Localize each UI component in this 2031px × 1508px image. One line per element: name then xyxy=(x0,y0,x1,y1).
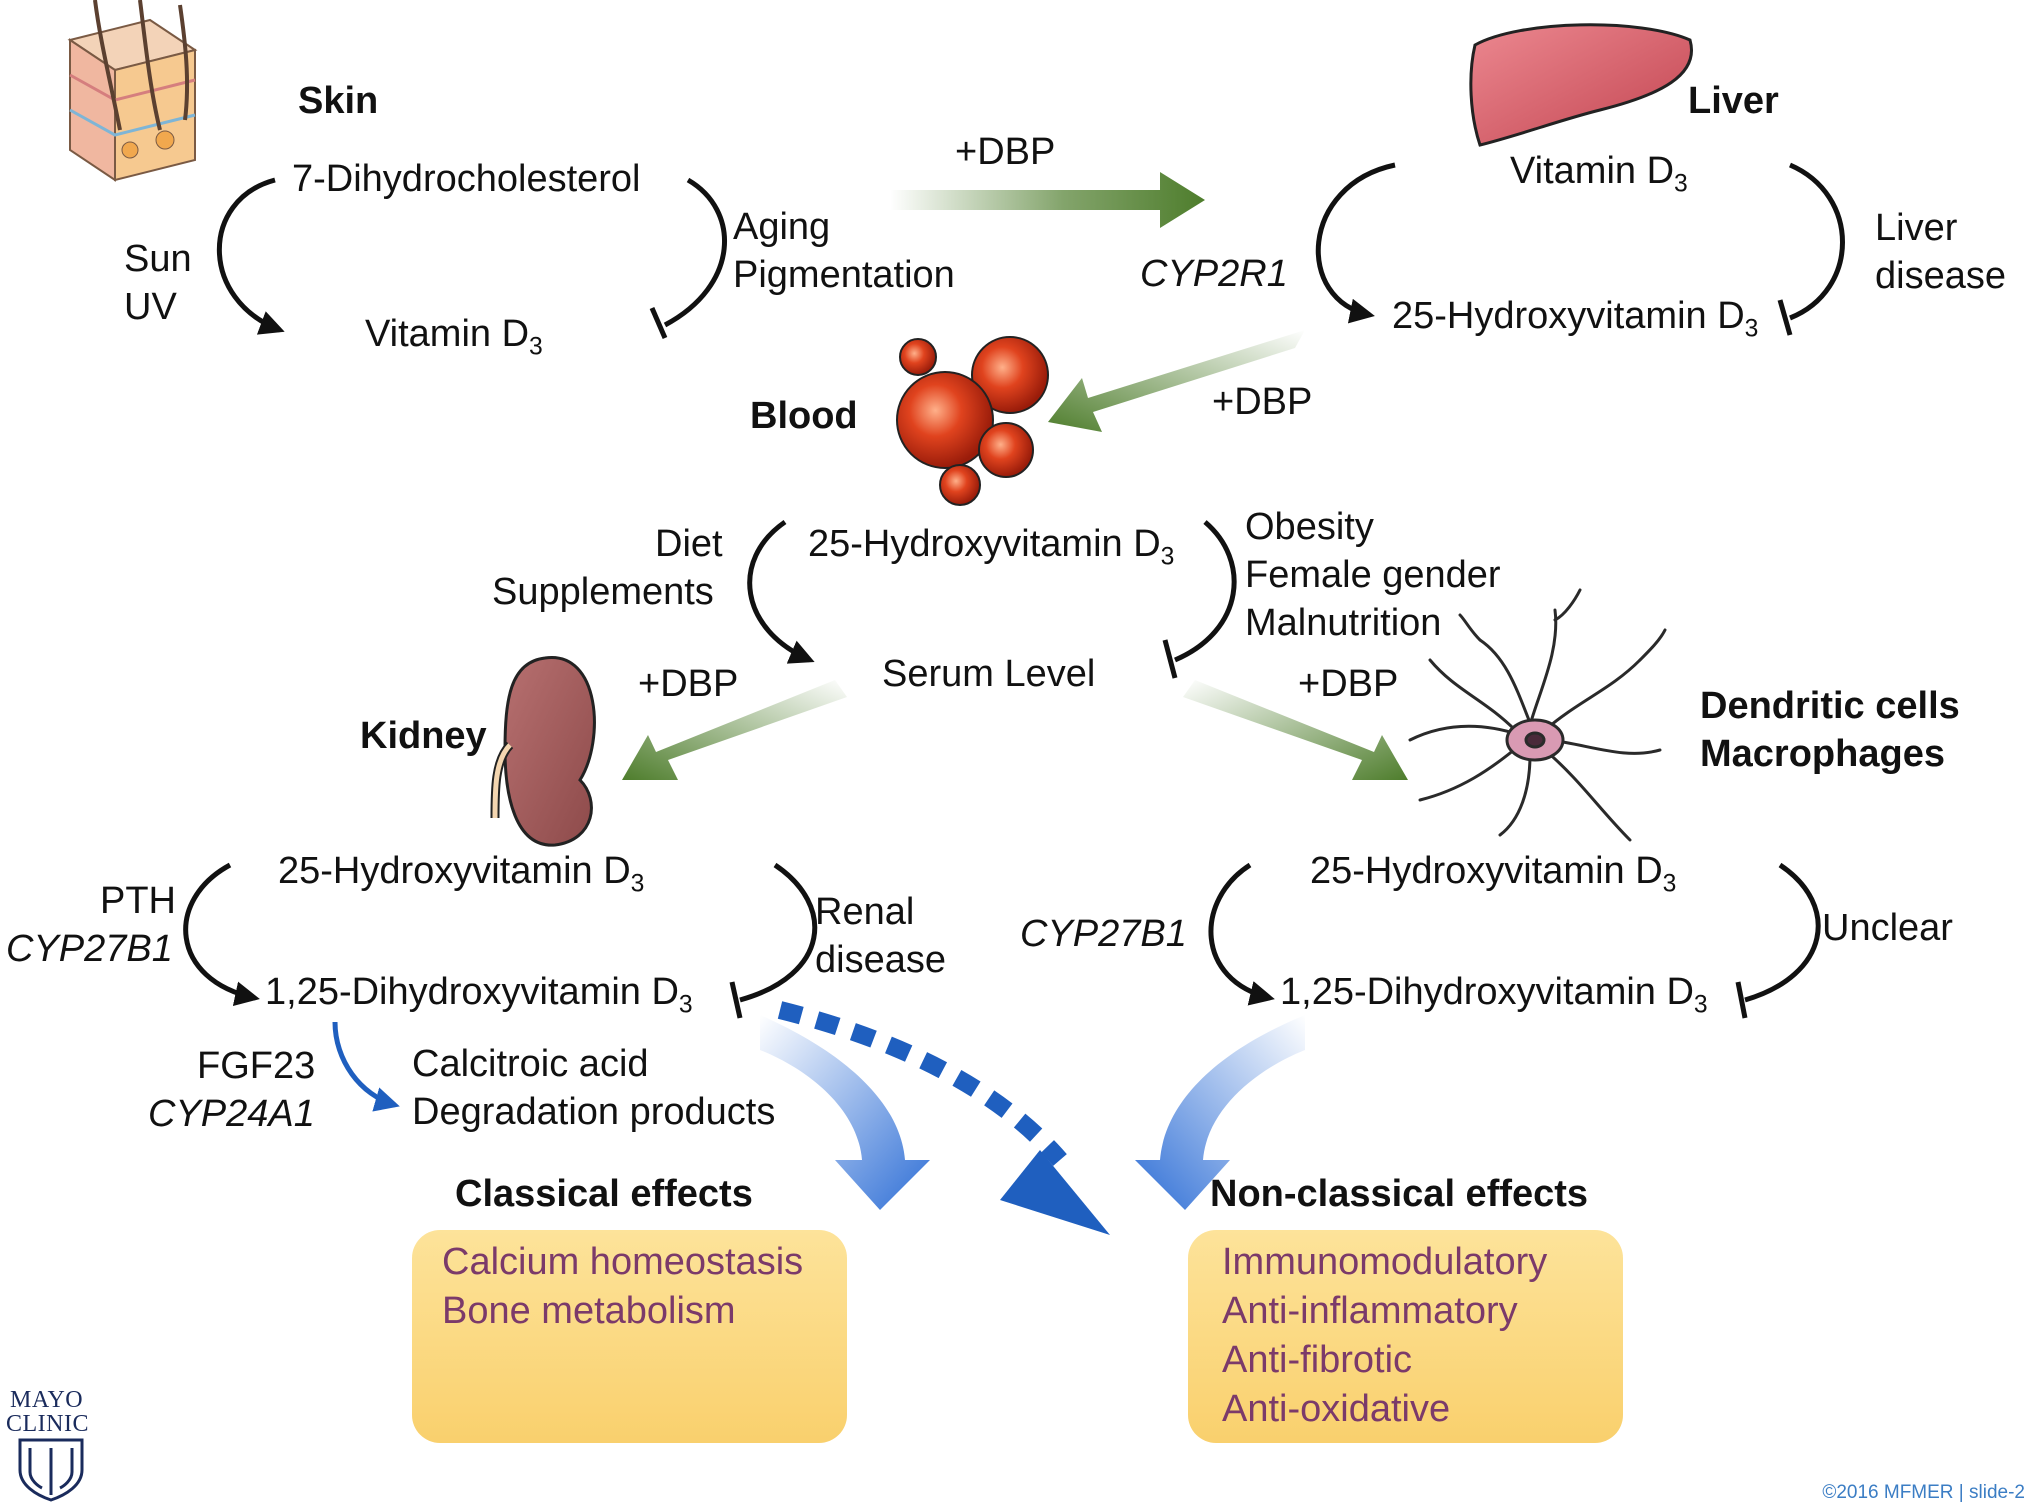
transport-arrow-liver-to-blood xyxy=(1048,330,1305,432)
kidney-degrade-fgf23: FGF23 xyxy=(197,1045,316,1087)
dendritic-inhibition-arc xyxy=(1744,862,1821,1003)
blood-inhibitor-female-gender: Female gender xyxy=(1245,554,1501,596)
mayo-clinic-logo-line1: MAYO xyxy=(10,1387,84,1413)
dendritic-enzyme: CYP27B1 xyxy=(1020,913,1187,955)
kidney-inhibitor-disease: disease xyxy=(815,939,946,981)
nonclassical-effect-item: Immunomodulatory xyxy=(1222,1241,1548,1283)
classical-effect-item: Bone metabolism xyxy=(442,1290,736,1332)
dendritic-precursor: 25-Hydroxyvitamin D3 xyxy=(1310,850,1677,898)
kidney-activator-cyp27b1: CYP27B1 xyxy=(6,928,173,970)
liver-inhibition-bar xyxy=(1777,299,1793,336)
transport-arrow-blood-to-kidney xyxy=(622,680,847,780)
dendritic-inhibition-bar xyxy=(1735,981,1748,1019)
organ-label-dendritic-cells: Dendritic cells xyxy=(1700,685,1960,727)
liver-product: 25-Hydroxyvitamin D3 xyxy=(1392,295,1759,343)
classical-effects-title: Classical effects xyxy=(455,1173,753,1215)
organ-label-macrophages: Macrophages xyxy=(1700,733,1945,775)
transport-label-skin-to-liver: +DBP xyxy=(955,131,1056,173)
classical-effects-box: Calcium homeostasis Bone metabolism xyxy=(412,1230,847,1443)
transport-label-blood-to-kidney: +DBP xyxy=(638,663,739,705)
blood-cells-icon xyxy=(896,336,1049,506)
kidney-to-nonclassical-dashed-arrow xyxy=(777,1001,1110,1235)
nonclassical-effect-item: Anti-oxidative xyxy=(1222,1388,1451,1430)
degradation-arrow xyxy=(332,1021,400,1112)
blood-inhibition-arc xyxy=(1174,520,1237,663)
classical-effect-arrow xyxy=(760,1015,930,1210)
blood-inhibitor-obesity: Obesity xyxy=(1245,506,1374,548)
organ-label-skin: Skin xyxy=(298,80,379,122)
dendritic-product: 1,25-Dihydroxyvitamin D3 xyxy=(1280,971,1708,1019)
organ-label-kidney: Kidney xyxy=(360,715,487,757)
kidney-inhibitor-renal: Renal xyxy=(815,891,915,933)
kidney-icon xyxy=(490,656,596,847)
skin-activator-uv: UV xyxy=(124,286,177,328)
liver-precursor: Vitamin D3 xyxy=(1510,150,1688,198)
liver-enzyme: CYP2R1 xyxy=(1140,253,1288,295)
skin-product: Vitamin D3 xyxy=(365,313,543,361)
kidney-degrade-cyp24a1: CYP24A1 xyxy=(148,1093,315,1135)
mayo-clinic-shield-icon xyxy=(18,1438,84,1502)
skin-inhibitor-aging: Aging xyxy=(733,206,831,248)
skin-inhibition-bar xyxy=(649,307,668,339)
transport-arrow-skin-to-liver xyxy=(890,172,1205,228)
liver-inhibitor-disease: disease xyxy=(1875,255,2006,297)
kidney-inhibition-bar xyxy=(729,981,743,1019)
degradation-products: Degradation products xyxy=(412,1091,776,1133)
transport-label-liver-to-blood: +DBP xyxy=(1212,381,1313,423)
skin-precursor: 7-Dihydrocholesterol xyxy=(292,158,641,200)
blood-activator-supplements: Supplements xyxy=(492,571,714,613)
mayo-clinic-logo-line2: CLINIC xyxy=(6,1411,89,1437)
skin-activator-sun: Sun xyxy=(124,238,192,280)
kidney-precursor: 25-Hydroxyvitamin D3 xyxy=(278,850,645,898)
liver-inhibitor-liver: Liver xyxy=(1875,207,1958,249)
transport-arrow-blood-to-dendritic xyxy=(1183,680,1408,780)
blood-precursor: 25-Hydroxyvitamin D3 xyxy=(808,523,1175,571)
blood-inhibition-bar xyxy=(1162,639,1178,679)
blood-product: Serum Level xyxy=(882,653,1096,695)
organ-label-liver: Liver xyxy=(1688,80,1779,122)
degradation-calcitroic-acid: Calcitroic acid xyxy=(412,1043,649,1085)
nonclassical-effects-box: Immunomodulatory Anti-inflammatory Anti-… xyxy=(1188,1230,1623,1443)
blood-activator-diet: Diet xyxy=(655,523,723,565)
nonclassical-effect-item: Anti-inflammatory xyxy=(1222,1290,1518,1332)
dendritic-cell-icon xyxy=(1408,588,1667,842)
copyright-footer: ©2016 MFMER | slide-2 xyxy=(1822,1482,2025,1503)
blood-conversion-arrow xyxy=(747,519,815,664)
liver-conversion-arrow xyxy=(1315,162,1396,324)
kidney-inhibition-arc xyxy=(739,862,818,1003)
kidney-activator-pth: PTH xyxy=(100,880,176,922)
kidney-conversion-arrow xyxy=(183,862,260,1007)
skin-inhibition-arc xyxy=(663,177,727,328)
skin-inhibitor-pigmentation: Pigmentation xyxy=(733,254,955,296)
nonclassical-effects-title: Non-classical effects xyxy=(1210,1173,1589,1215)
nonclassical-effect-arrow xyxy=(1135,1015,1305,1210)
classical-effect-item: Calcium homeostasis xyxy=(442,1241,804,1283)
organ-label-blood: Blood xyxy=(750,395,858,437)
skin-conversion-arrow xyxy=(216,177,285,335)
skin-icon xyxy=(67,0,198,182)
blood-inhibitor-malnutrition: Malnutrition xyxy=(1245,602,1442,644)
dendritic-inhibitor-unclear: Unclear xyxy=(1822,907,1953,949)
nonclassical-effect-item: Anti-fibrotic xyxy=(1222,1339,1413,1381)
transport-label-blood-to-dendritic: +DBP xyxy=(1298,663,1399,705)
liver-icon xyxy=(1469,23,1693,147)
kidney-product: 1,25-Dihydroxyvitamin D3 xyxy=(265,971,693,1019)
dendritic-conversion-arrow xyxy=(1208,862,1275,1006)
liver-inhibition-arc xyxy=(1789,162,1845,321)
